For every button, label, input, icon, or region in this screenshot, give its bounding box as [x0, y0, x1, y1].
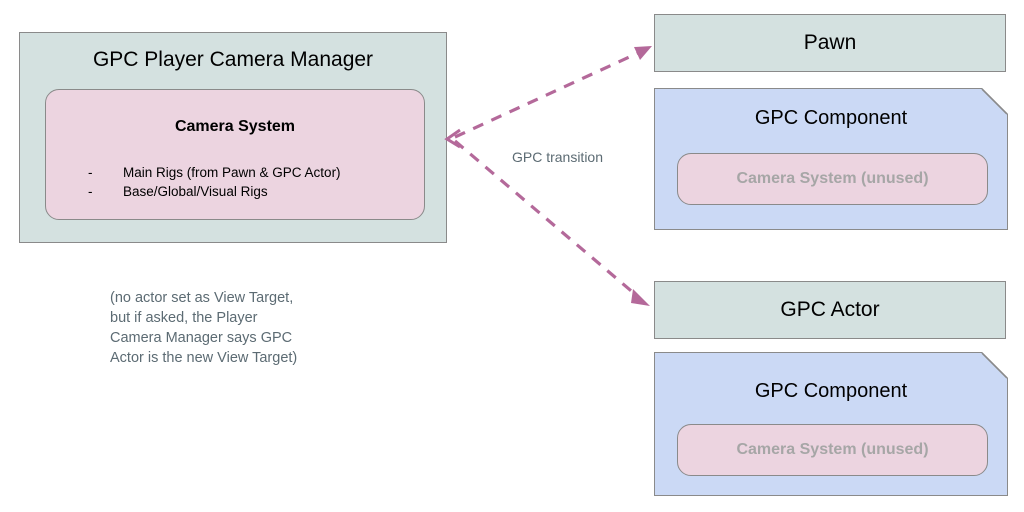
camera-system-bullet-1: Main Rigs (from Pawn & GPC Actor)	[123, 165, 341, 180]
gpc-actor-gpc-component-title: GPC Component	[754, 380, 908, 402]
arrow-to-manager-head	[444, 128, 461, 149]
camera-system-box[interactable]	[45, 89, 425, 220]
arrow-to-pawn-line	[454, 51, 639, 139]
camera-system-title: Camera System	[174, 118, 296, 135]
gpc-actor-title: GPC Actor	[780, 298, 880, 321]
gpc-actor-box[interactable]	[654, 281, 1006, 339]
gpc-actor-camera-system-unused-box[interactable]	[677, 424, 988, 476]
pawn-camera-system-unused-label: Camera System (unused)	[736, 170, 929, 187]
bullet-marker-2: -	[88, 184, 93, 199]
gpc-player-camera-manager-title: GPC Player Camera Manager	[92, 48, 374, 71]
pawn-gpc-component-title: GPC Component	[754, 107, 908, 129]
pawn-title: Pawn	[803, 31, 857, 54]
pawn-box[interactable]	[654, 14, 1006, 72]
gpc-transition-label: GPC transition	[511, 149, 604, 165]
camera-system-bullet-2: Base/Global/Visual Rigs	[123, 184, 268, 199]
pawn-camera-system-unused-box[interactable]	[677, 153, 988, 205]
gpc-actor-camera-system-unused-label: Camera System (unused)	[736, 441, 929, 458]
view-target-annotation: (no actor set as View Target, but if ask…	[110, 290, 298, 366]
bullet-marker-1: -	[88, 165, 93, 180]
arrow-to-gpc-actor-head	[631, 289, 650, 306]
arrow-to-pawn-head	[634, 46, 652, 60]
